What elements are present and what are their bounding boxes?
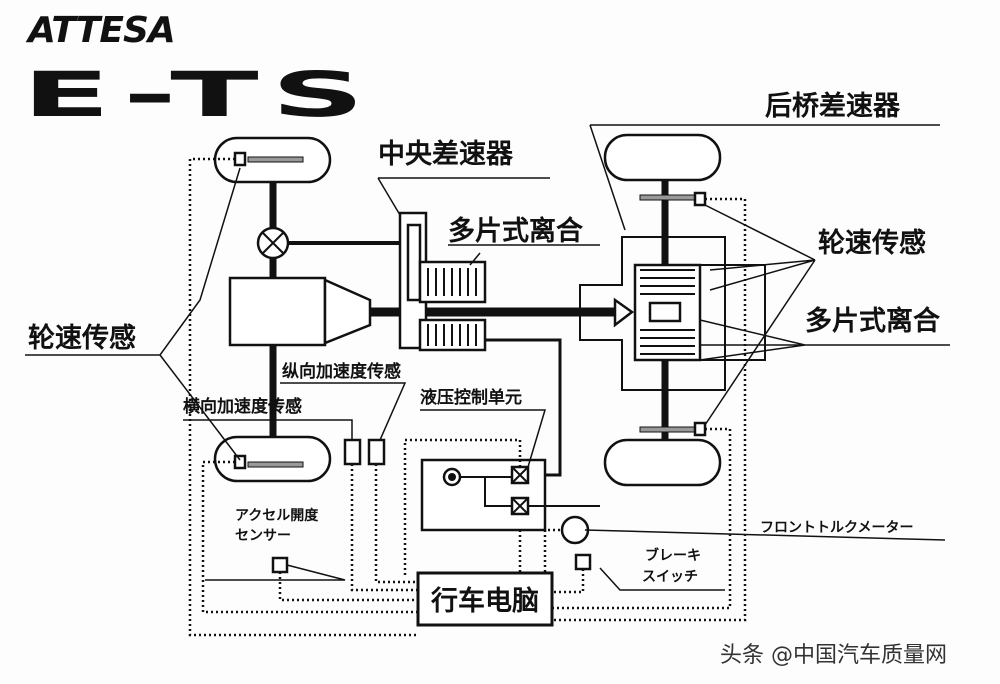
label-hydraulic-unit: 液压控制单元 — [420, 387, 522, 408]
label-accel-sensor-1: アクセル開度 — [235, 507, 319, 524]
logo: ATTESA E-TS — [22, 10, 377, 131]
accelerator-sensor — [271, 556, 289, 574]
logo-attesa: ATTESA — [25, 10, 175, 51]
label-rear-clutch: 多片式离合 — [805, 305, 940, 337]
rear-diff-housing — [579, 236, 726, 391]
wheel-speed-sensor-fr — [233, 454, 247, 470]
label-front-torque-meter: フロントトルクメーター — [760, 520, 913, 536]
longitudinal-accel-sensor — [367, 438, 386, 466]
label-lateral-accel: 横向加速度传感 — [183, 396, 302, 417]
label-brake-switch-1: ブレーキ — [645, 547, 701, 564]
label-center-clutch: 多片式离合 — [448, 215, 583, 247]
label-ecu: 行车电脑 — [430, 585, 539, 617]
label-center-diff: 中央差速器 — [378, 138, 514, 170]
torque-meter-gauge-icon — [560, 515, 590, 545]
brake-disc-fl — [247, 156, 304, 163]
wheel-speed-sensor-fl — [233, 151, 247, 167]
rear-right-wheel — [603, 438, 722, 487]
label-wheel-speed-right: 轮速传感 — [818, 227, 926, 259]
brake-switch-icon — [574, 553, 592, 571]
label-wheel-speed-left: 轮速传感 — [28, 322, 136, 354]
label-rear-diff: 后桥差速器 — [765, 90, 901, 122]
label-longitudinal-accel: 纵向加速度传感 — [282, 361, 401, 382]
label-accel-sensor-2: センサー — [235, 528, 291, 544]
transmission — [323, 278, 372, 345]
brake-disc-fr — [247, 461, 304, 468]
watermark: 头条 @中国汽车质量网 — [720, 643, 947, 668]
front-right-wheel — [213, 435, 332, 483]
engine-block — [228, 276, 327, 347]
logo-ets: E-TS — [22, 58, 377, 131]
label-brake-switch-2: スイッチ — [642, 569, 698, 585]
wheel-speed-sensor-rr — [693, 421, 707, 437]
wheel-speed-sensor-rl — [693, 191, 707, 207]
rear-left-wheel — [603, 133, 722, 182]
lateral-accel-sensor — [343, 438, 362, 466]
